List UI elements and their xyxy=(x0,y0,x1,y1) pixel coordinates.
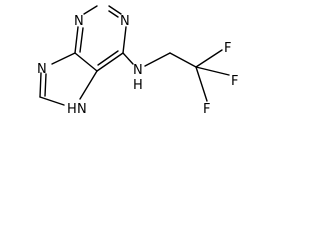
bond-n9-c8 xyxy=(39,72,42,98)
bond-c5-c6-double xyxy=(97,50,119,66)
bond-c5-c6 xyxy=(96,52,124,72)
atom-f-right: F xyxy=(231,74,238,89)
bond-cf3-f-right xyxy=(195,66,230,76)
bond-n1-c6 xyxy=(122,26,127,54)
bond-cf3-f-top xyxy=(195,49,223,68)
bonds xyxy=(39,5,230,106)
bond-c6-n-amine xyxy=(122,52,134,65)
bond-n-amine-ch2 xyxy=(144,52,171,67)
atom-n1: N xyxy=(120,14,130,29)
bond-c2-n1-double xyxy=(108,10,119,18)
atom-h-n7: H xyxy=(67,102,77,117)
bond-c4-c5 xyxy=(74,52,98,72)
atom-n3: N xyxy=(74,14,84,29)
atom-f-top: F xyxy=(224,41,231,56)
bond-ch2-cf3 xyxy=(169,52,197,68)
bond-n9-c8-double xyxy=(44,73,47,97)
atom-n9: N xyxy=(37,62,47,77)
bond-n3-c4 xyxy=(74,26,79,54)
bond-n3-c2 xyxy=(83,5,98,15)
bond-c4-n9 xyxy=(51,52,76,65)
atom-n-amine: N xyxy=(133,63,143,78)
bond-cf3-f-bottom xyxy=(195,66,208,102)
bond-n7-c5 xyxy=(79,70,98,100)
bond-n3-c4-double xyxy=(79,27,84,53)
bond-c2-n1 xyxy=(108,5,122,15)
molecule-structure: N N N N H N H F F F xyxy=(37,5,238,117)
atom-f-bottom: F xyxy=(203,102,210,117)
atom-labels: N N N N H N H F F F xyxy=(37,14,238,117)
bond-c8-n7 xyxy=(39,96,65,106)
atom-h-amine: H xyxy=(133,78,143,93)
atom-n7: N xyxy=(77,102,87,117)
